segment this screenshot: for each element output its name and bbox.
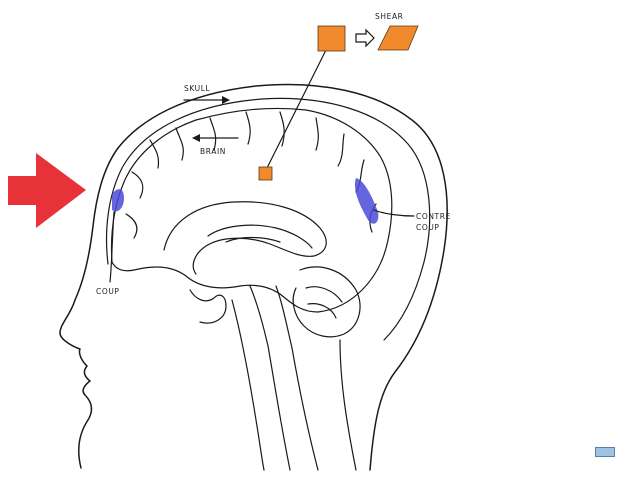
impact-arrow	[8, 153, 86, 228]
brainstem	[250, 286, 318, 470]
contre-coup-bruise	[355, 178, 378, 224]
shear-leader-line	[266, 50, 326, 170]
coup-leader-line	[110, 212, 114, 282]
shear-label: SHEAR	[375, 12, 403, 21]
contre-coup-label-line1: CONTRE	[416, 212, 451, 221]
skull-outline	[107, 98, 430, 340]
small-shear-marker	[259, 167, 272, 180]
coup-bruise	[112, 189, 124, 211]
head-outline	[60, 84, 447, 470]
ventricle	[208, 225, 312, 248]
cerebellum	[293, 267, 360, 337]
brain-arrowhead	[192, 134, 200, 142]
brain-sulci	[126, 112, 376, 238]
transform-arrow	[356, 30, 374, 46]
brain-label: BRAIN	[200, 147, 226, 156]
shear-parallelogram	[378, 26, 418, 50]
sinus-structure	[190, 290, 226, 323]
spine-outer	[232, 300, 356, 470]
skull-label: SKULL	[184, 84, 211, 93]
contre-coup-label-line2: COUP	[416, 223, 440, 232]
shear-square	[318, 26, 345, 51]
small-rectangle-button[interactable]	[595, 447, 615, 457]
coup-label: COUP	[96, 287, 120, 296]
contre-coup-leader-line	[374, 210, 414, 216]
